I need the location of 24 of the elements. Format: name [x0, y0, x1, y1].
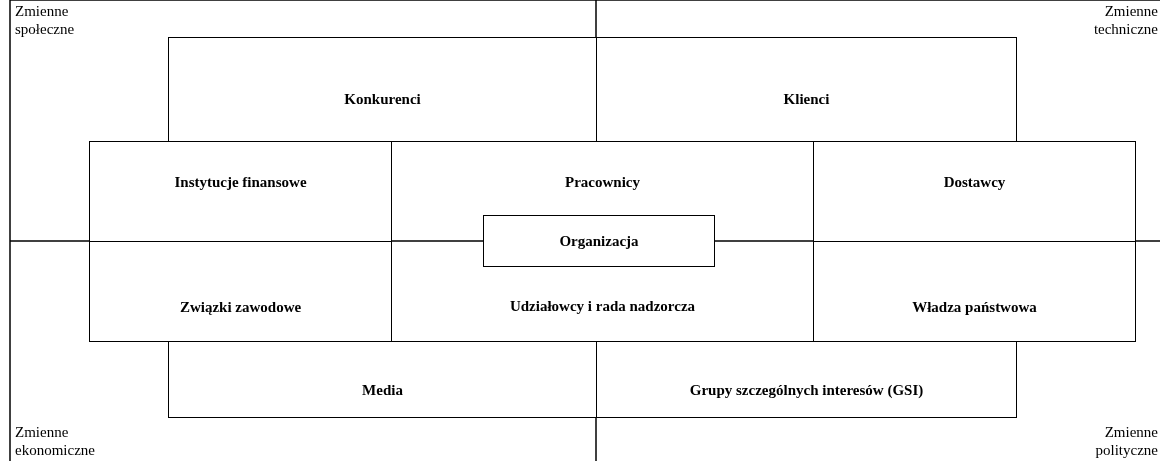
stakeholder-box	[483, 215, 715, 267]
box-label: Media	[362, 381, 403, 399]
box-label: Konkurenci	[344, 90, 421, 108]
stakeholder-box	[596, 37, 1017, 142]
stakeholder-box	[89, 241, 392, 342]
box-label: Dostawcy	[943, 173, 1006, 191]
box-label: Instytucje finansowe	[174, 173, 307, 191]
box-label: Związki zawodowe	[179, 298, 302, 316]
quadrant-label: Zmienne ekonomiczne	[15, 423, 96, 459]
stakeholder-box	[813, 141, 1136, 242]
box-label: Udziałowcy i rada nadzorcza	[509, 297, 696, 315]
stakeholder-box	[813, 241, 1136, 342]
box-label: Władza państwowa	[912, 298, 1037, 316]
box-label: Klienci	[783, 90, 830, 108]
box-label: Organizacja	[559, 232, 639, 250]
stakeholder-box	[168, 37, 597, 142]
quadrant-label: Zmienne techniczne	[1092, 2, 1158, 38]
box-label: Grupy szczególnych interesów (GSI)	[689, 381, 924, 399]
stakeholder-box	[596, 341, 1017, 418]
quadrant-label: Zmienne polityczne	[1094, 423, 1158, 459]
stakeholder-box	[89, 141, 392, 242]
stakeholder-box	[168, 341, 597, 418]
quadrant-label: Zmienne społeczne	[15, 2, 76, 38]
box-label: Pracownicy	[565, 173, 640, 191]
